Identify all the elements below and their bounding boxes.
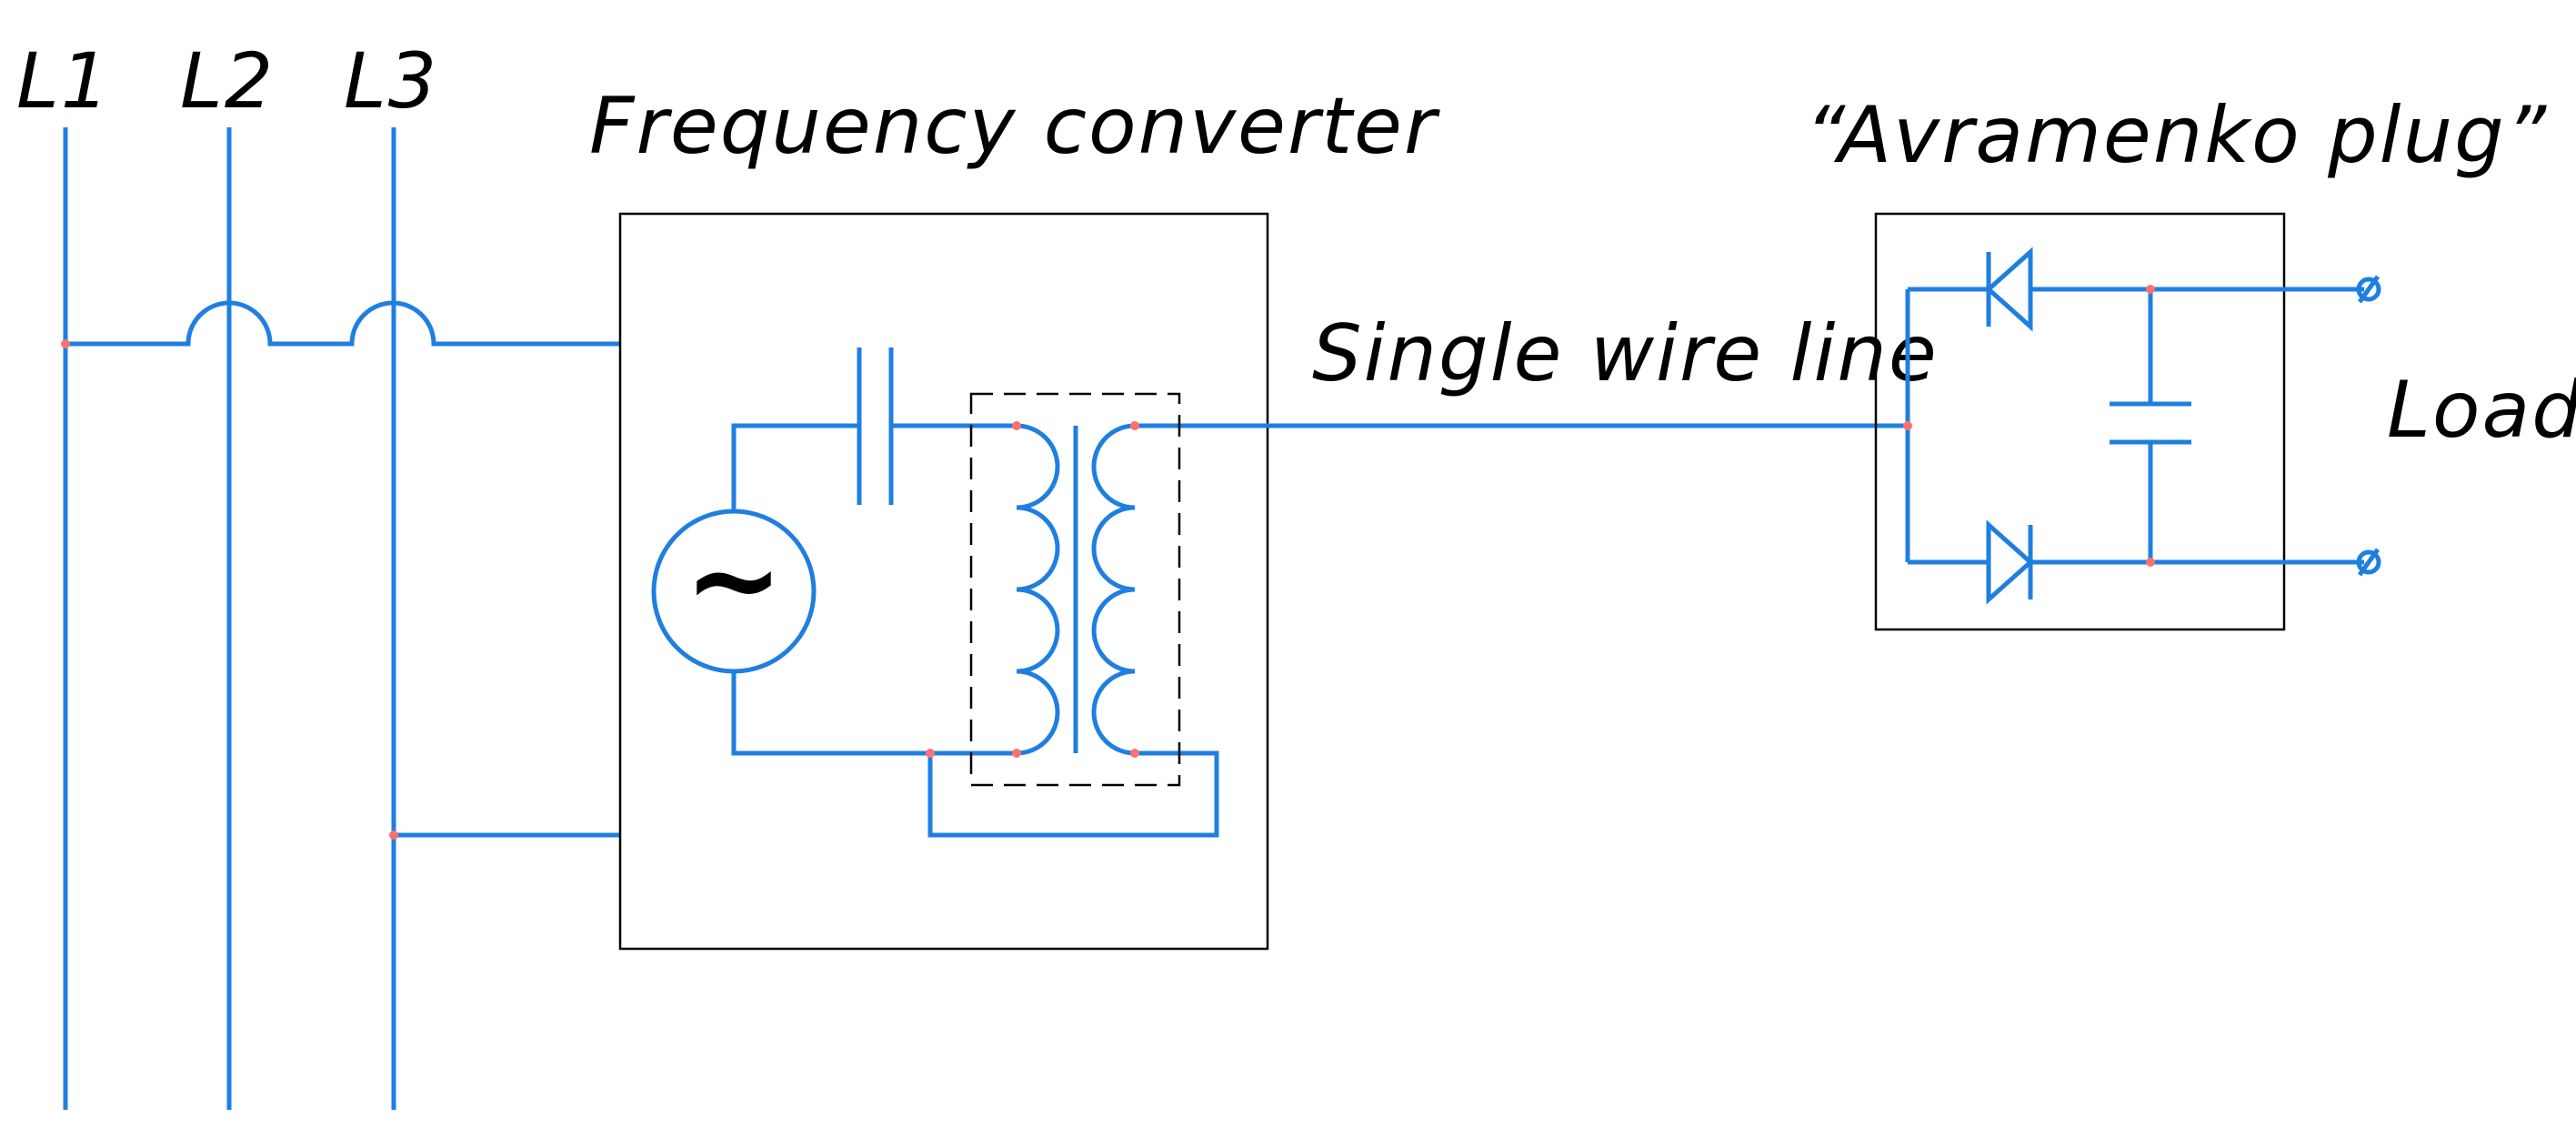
- output-terminal-top: [2356, 277, 2381, 302]
- frequency-converter-label: Frequency converter: [589, 81, 1440, 172]
- junction-dot-plug-input: [1903, 421, 1912, 430]
- avramenko-plug-box: [1874, 212, 2286, 631]
- secondary-return-loop: [927, 750, 1219, 838]
- frequency-converter-box: [618, 212, 1269, 951]
- junction-dot-capacitor-bottom: [2146, 558, 2155, 567]
- load-label: Load: [2387, 365, 2576, 456]
- single-wire-line-label: Single wire line: [1312, 308, 1939, 399]
- top-diode-body: [1985, 247, 2033, 332]
- transformer-secondary-winding: [1091, 423, 1136, 756]
- junction-dot-l3-tap: [389, 831, 398, 840]
- transformer-enclosure-dashed: [969, 392, 1181, 787]
- label-l3: L3: [344, 36, 438, 126]
- junction-dot-capacitor-top: [2146, 285, 2155, 294]
- transformer-primary-winding: [1016, 423, 1060, 756]
- label-l2: L2: [180, 36, 275, 126]
- generator-tilde: ~: [685, 510, 784, 649]
- generator-top-wire: [731, 423, 859, 511]
- label-l1: L1: [16, 36, 111, 126]
- junction-dot-secondary-bottom: [1130, 749, 1139, 758]
- junction-dot-primary-bottom-left: [926, 749, 935, 758]
- junction-dot-primary-top: [1012, 421, 1021, 430]
- l1-tap-wire-with-crossovers: [65, 300, 620, 347]
- junction-dot-l1-tap: [61, 339, 70, 348]
- output-terminal-bottom-slash: [2357, 548, 2381, 577]
- junction-dot-primary-bottom: [1012, 749, 1021, 758]
- generator-bottom-wire: [731, 671, 1017, 756]
- avramenko-plug-label: “Avramenko plug”: [1805, 90, 2548, 181]
- bottom-diode-body: [1986, 519, 2034, 605]
- output-terminal-top-slash: [2357, 275, 2381, 304]
- junction-dot-secondary-top: [1130, 421, 1139, 430]
- output-terminal-bottom: [2356, 549, 2381, 575]
